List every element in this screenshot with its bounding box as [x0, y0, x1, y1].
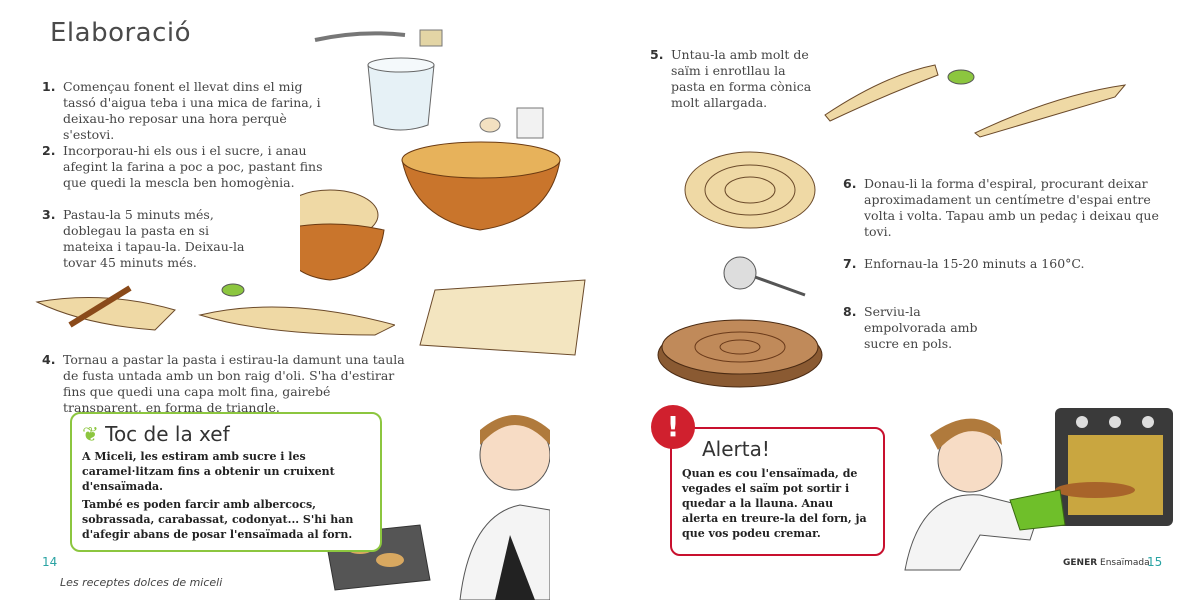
step-text: Enfornau-la 15-20 minuts a 160°C. — [864, 256, 1085, 271]
step-text: Començau fonent el llevat dins el mig ta… — [63, 79, 321, 142]
page-number: 15 — [1147, 555, 1163, 569]
alert-title: Alerta! — [702, 437, 770, 461]
book-title: Les receptes dolces de miceli — [60, 576, 223, 589]
oven-mitt-icon — [1009, 489, 1066, 531]
section-name: GENER — [1063, 558, 1098, 568]
cone-dough-illustration — [824, 64, 1127, 138]
tip-title: Toc de la xef — [105, 422, 230, 446]
chef-with-oven-illustration — [904, 408, 1173, 571]
step-5: 5. Untau-la amb molt de saïm i enrotllau … — [650, 47, 821, 111]
step-2: 2. Incorporau-hi els ous i el sucre, i an… — [42, 143, 328, 191]
rolling-dough-illustrations — [35, 283, 395, 336]
exclamation-icon: ! — [651, 405, 695, 449]
step-number: 2. — [42, 143, 56, 158]
step-text: Serviu-la empolvorada amb sucre en pols. — [864, 304, 978, 351]
step-4: 4. Tornau a pastar la pasta i estirau-la … — [42, 352, 413, 416]
alert-text: Quan es cou l'ensaïmada, de vegades el s… — [682, 467, 867, 540]
alert-box: Alerta! Quan es cou l'ensaïmada, de vega… — [670, 427, 885, 556]
tip-paragraph: També es poden farcir amb albercocs, sob… — [82, 498, 354, 541]
step-text: Untau-la amb molt de saïm i enrotllau la… — [671, 47, 812, 110]
step-number: 6. — [843, 176, 857, 191]
mixing-bowl-illustration — [401, 107, 561, 231]
sieve-icon — [723, 256, 806, 297]
page-title: Elaboració — [50, 18, 192, 48]
step-text: Tornau a pastar la pasta i estirau-la da… — [63, 352, 405, 415]
baked-ensaimada-illustration — [657, 319, 823, 388]
leaf-icon: ❦ — [82, 422, 99, 446]
step-text: Donau-li la forma d'espiral, procurant d… — [864, 176, 1159, 239]
dough-bowl-illustration — [300, 189, 385, 281]
step-number: 1. — [42, 79, 56, 94]
recipe-name: Ensaïmada — [1100, 558, 1150, 568]
step-1: 1. Començau fonent el llevat dins el mig … — [42, 79, 328, 143]
step-8: 8. Serviu-la empolvorada amb sucre en pol… — [843, 304, 1004, 352]
step-text: Pastau-la 5 minuts més, doblegau la past… — [63, 207, 245, 270]
dough-spiral-illustration — [684, 151, 816, 229]
step-number: 7. — [843, 256, 857, 271]
step-illustrations-right — [657, 64, 1127, 388]
step-illustrations-left — [300, 29, 586, 356]
tip-paragraph: A Miceli, les estiram amb sucre i les ca… — [82, 450, 335, 493]
chef-tip-box: ❦ Toc de la xef A Miceli, les estiram am… — [70, 412, 382, 552]
step-number: 5. — [650, 47, 664, 62]
spread-dough-illustration — [419, 279, 586, 356]
step-6: 6. Donau-li la forma d'espiral, procurant… — [843, 176, 1159, 240]
step-number: 4. — [42, 352, 56, 367]
page-number: 14 — [42, 555, 58, 569]
recipe-label: GENER Ensaïmada — [1063, 558, 1150, 568]
glass-of-water-illustration — [314, 29, 443, 131]
step-7: 7. Enfornau-la 15-20 minuts a 160°C. — [843, 256, 1159, 272]
step-3: 3. Pastau-la 5 minuts més, doblegau la pa… — [42, 207, 258, 271]
bowl-of-lard-icon — [221, 283, 245, 297]
rolling-pin-icon — [68, 285, 132, 328]
step-number: 3. — [42, 207, 56, 222]
step-number: 8. — [843, 304, 857, 319]
step-text: Incorporau-hi els ous i el sucre, i anau… — [63, 143, 323, 190]
